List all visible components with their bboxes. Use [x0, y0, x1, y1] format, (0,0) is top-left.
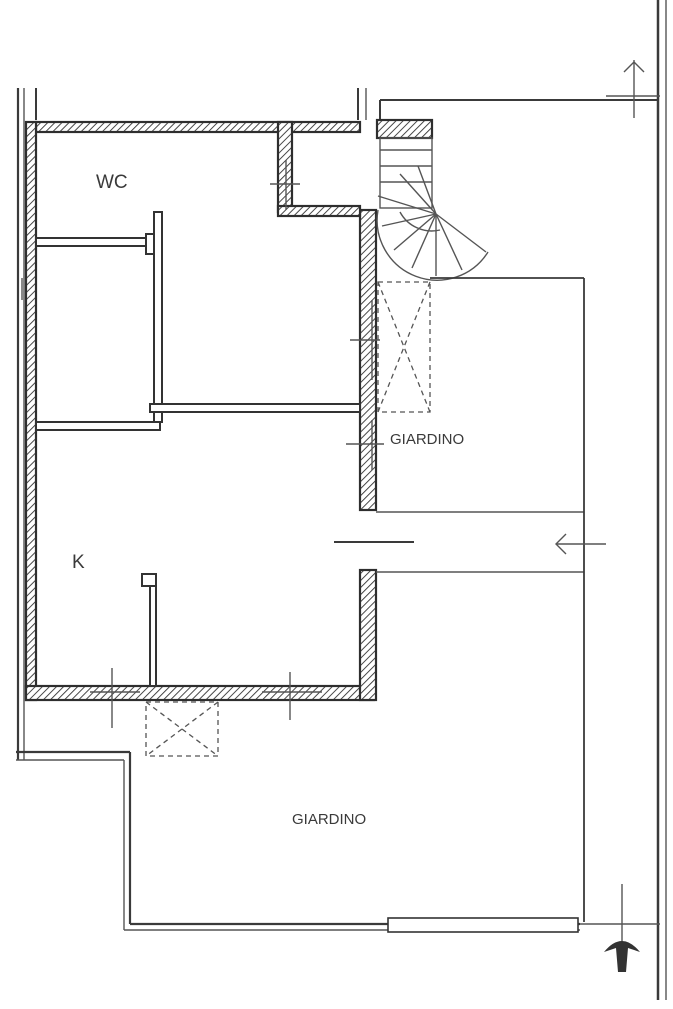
spiral-staircase: [376, 137, 489, 281]
dashed-voids: [145, 281, 431, 757]
room-label-garden-upper: GIARDINO: [390, 431, 464, 448]
north-arrow-icon: [606, 60, 660, 118]
side-arrow-icon: [555, 533, 606, 555]
room-label-wc: WC: [96, 172, 128, 193]
internal-partitions: [35, 211, 361, 687]
property-boundary: [379, 0, 667, 1000]
openings: [21, 160, 584, 728]
left-facade: [16, 88, 367, 760]
entrance-arrow-icon: [604, 884, 640, 972]
room-label-kitchen: K: [72, 552, 85, 573]
perimeter-walls: [24, 118, 434, 702]
room-label-garden-lower: GIARDINO: [292, 811, 366, 828]
garden-boundaries: [16, 277, 660, 933]
